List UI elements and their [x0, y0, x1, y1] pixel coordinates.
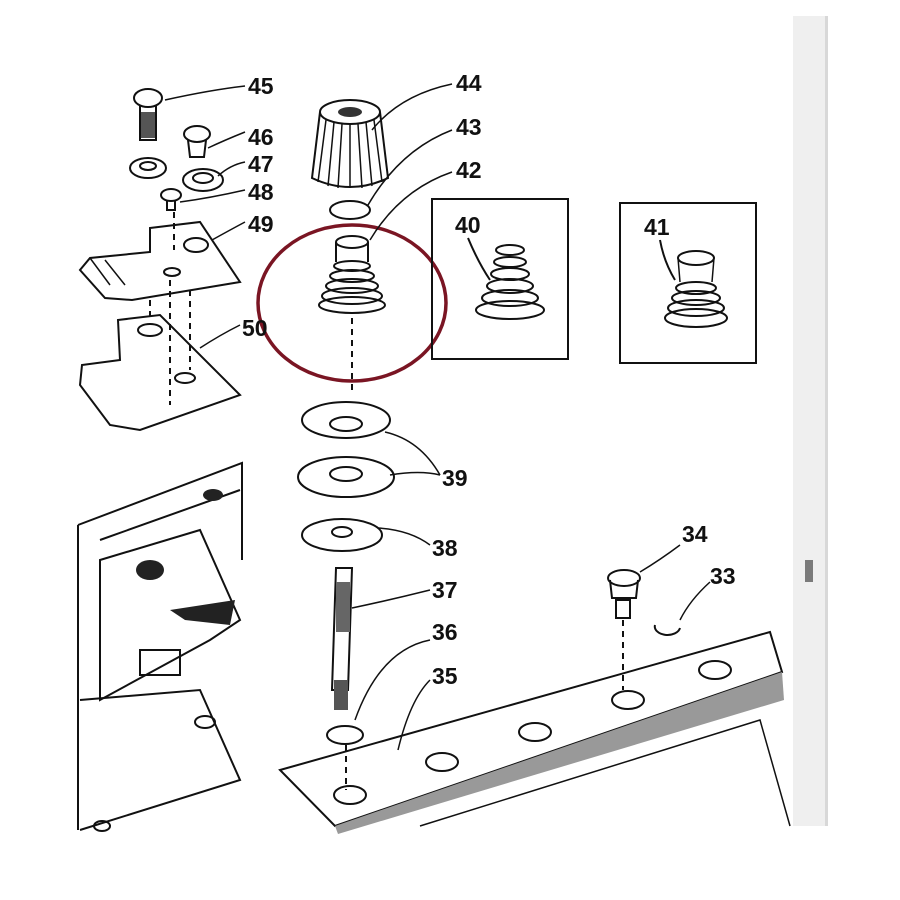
part-38-felt-disc: [301, 518, 383, 552]
part-50-plate: [78, 280, 242, 432]
scrollbar-thumb[interactable]: [805, 560, 813, 582]
part-39-discs: [297, 401, 395, 498]
label-47: 47: [248, 151, 274, 177]
label-33: 33: [710, 563, 736, 589]
vertical-scrollbar[interactable]: [793, 16, 828, 826]
label-38: 38: [432, 535, 458, 561]
label-36: 36: [432, 619, 458, 645]
label-44: 44: [456, 70, 482, 96]
label-48: 48: [248, 179, 274, 205]
part-49-plate: [78, 212, 242, 302]
part-41-spring-box: [619, 202, 757, 364]
part-40-spring-box: [431, 198, 569, 360]
label-45: 45: [248, 73, 274, 99]
part-45-screw: [129, 88, 167, 179]
label-49: 49: [248, 211, 274, 237]
label-50: 50: [242, 315, 268, 341]
label-39: 39: [442, 465, 468, 491]
label-34: 34: [682, 521, 708, 547]
machine-body: [77, 461, 243, 832]
label-35: 35: [432, 663, 458, 689]
label-40: 40: [455, 212, 481, 238]
label-42: 42: [456, 157, 482, 183]
part-46-screw: [183, 125, 211, 158]
part-42-spring: [318, 235, 386, 395]
part-48-screw: [160, 188, 182, 211]
part-34-screw: [607, 569, 641, 690]
highlight-circle: [256, 223, 448, 383]
part-35-rail: [278, 630, 791, 834]
part-37-shaft: [330, 567, 354, 710]
label-37: 37: [432, 577, 458, 603]
leader-lines: [164, 83, 711, 751]
part-44-cap: [310, 99, 390, 189]
part-33-clip: [653, 624, 681, 636]
label-43: 43: [456, 114, 482, 140]
label-46: 46: [248, 124, 274, 150]
part-43-ring: [329, 200, 371, 220]
part-36-washer: [326, 725, 364, 790]
label-41: 41: [644, 214, 670, 240]
part-47-washer: [182, 168, 224, 192]
